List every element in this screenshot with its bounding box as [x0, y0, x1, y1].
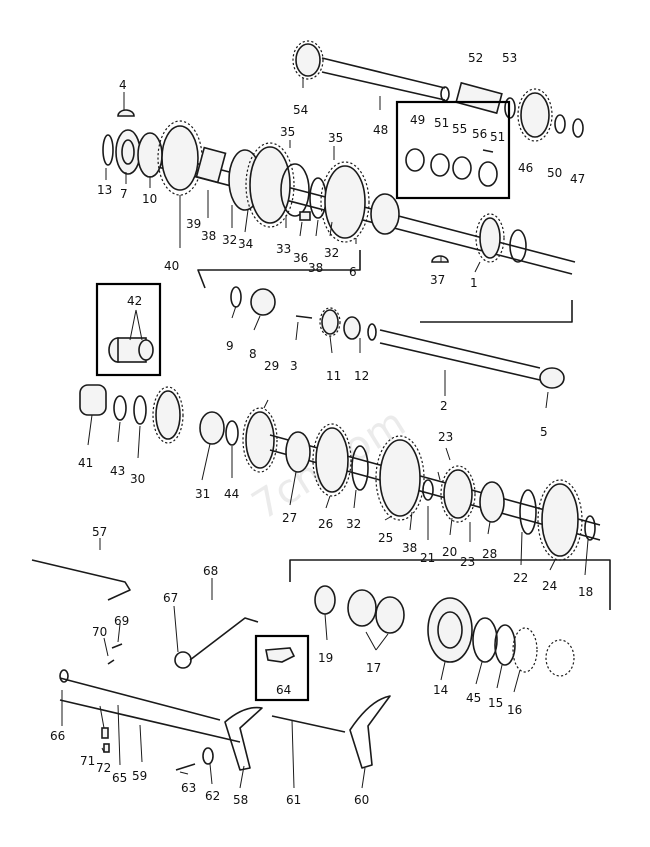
label-6: 6: [349, 265, 357, 279]
label-32b: 32: [324, 246, 339, 260]
label-71: 71: [80, 754, 95, 768]
label-19: 19: [318, 651, 333, 665]
shift-fork-icon: [224, 706, 263, 771]
label-17: 17: [366, 661, 381, 675]
label-67: 67: [163, 591, 178, 605]
label-41: 41: [78, 456, 93, 470]
label-48: 48: [373, 123, 388, 137]
label-59: 59: [132, 769, 147, 783]
label-40: 40: [164, 259, 179, 273]
label-7: 7: [120, 187, 128, 201]
label-51a: 51: [434, 116, 449, 130]
label-14: 14: [433, 683, 448, 697]
input-shaft: [292, 40, 584, 142]
label-32a: 32: [222, 233, 237, 247]
shift-mechanism: [31, 559, 391, 771]
label-62: 62: [205, 789, 220, 803]
label-21: 21: [420, 551, 435, 565]
label-38b: 38: [308, 261, 323, 275]
label-63: 63: [181, 781, 196, 795]
label-22: 22: [513, 571, 528, 585]
label-8: 8: [249, 347, 257, 361]
label-18: 18: [578, 585, 593, 599]
output-group: [314, 585, 575, 677]
label-16: 16: [507, 703, 522, 717]
label-29: 29: [264, 359, 279, 373]
label-38a: 38: [201, 229, 216, 243]
label-64: 64: [276, 683, 291, 697]
counter-shaft: [319, 307, 565, 389]
label-46: 46: [518, 161, 533, 175]
label-36: 36: [293, 251, 308, 265]
label-42: 42: [127, 294, 142, 308]
label-68: 68: [203, 564, 218, 578]
circlip-icon: [230, 286, 242, 308]
middle-gear-train: [79, 384, 601, 561]
label-70: 70: [92, 625, 107, 639]
label-53: 53: [502, 51, 517, 65]
main-shaft-assembly: [102, 109, 576, 275]
label-25: 25: [378, 531, 393, 545]
label-12: 12: [354, 369, 369, 383]
label-72: 72: [96, 761, 111, 775]
label-37: 37: [430, 273, 445, 287]
label-2: 2: [440, 399, 448, 413]
label-69: 69: [114, 614, 129, 628]
label-3: 3: [290, 359, 298, 373]
label-56: 56: [472, 127, 487, 141]
woodruff-key-icon: [299, 211, 311, 221]
label-65: 65: [112, 771, 127, 785]
label-35a: 35: [280, 125, 295, 139]
label-66: 66: [50, 729, 65, 743]
label-57: 57: [92, 525, 107, 539]
label-39: 39: [186, 217, 201, 231]
label-15: 15: [488, 696, 503, 710]
label-24: 24: [542, 579, 557, 593]
label-32c: 32: [346, 517, 361, 531]
label-38c: 38: [402, 541, 417, 555]
label-43: 43: [110, 464, 125, 478]
label-28: 28: [482, 547, 497, 561]
label-30: 30: [130, 472, 145, 486]
label-23b: 23: [460, 555, 475, 569]
label-51b: 51: [490, 130, 505, 144]
label-61: 61: [286, 793, 301, 807]
label-4: 4: [119, 78, 127, 92]
label-35b: 35: [328, 131, 343, 145]
label-55: 55: [452, 122, 467, 136]
label-49: 49: [410, 113, 425, 127]
key-icon: [431, 255, 449, 263]
label-27: 27: [282, 511, 297, 525]
label-60: 60: [354, 793, 369, 807]
label-1: 1: [470, 276, 478, 290]
label-20: 20: [442, 545, 457, 559]
shift-lever-icon: [31, 559, 131, 601]
label-23a: 23: [438, 430, 453, 444]
part-labels: 4 54 48 52 53 49 51 55 56 51 46 50 47 35…: [50, 51, 593, 807]
label-31: 31: [195, 487, 210, 501]
label-11: 11: [326, 369, 341, 383]
label-10: 10: [142, 192, 157, 206]
label-13: 13: [97, 183, 112, 197]
bushing-box: [95, 282, 162, 377]
label-58: 58: [233, 793, 248, 807]
bearing-kit-box: [395, 100, 511, 200]
label-34: 34: [238, 237, 253, 251]
label-50: 50: [547, 166, 562, 180]
label-44: 44: [224, 487, 239, 501]
label-9: 9: [226, 339, 234, 353]
label-33: 33: [276, 242, 291, 256]
leader-lines: [61, 78, 589, 789]
label-52: 52: [468, 51, 483, 65]
label-54: 54: [293, 103, 308, 117]
label-5: 5: [540, 425, 548, 439]
label-26: 26: [318, 517, 333, 531]
label-45: 45: [466, 691, 481, 705]
label-47: 47: [570, 172, 585, 186]
